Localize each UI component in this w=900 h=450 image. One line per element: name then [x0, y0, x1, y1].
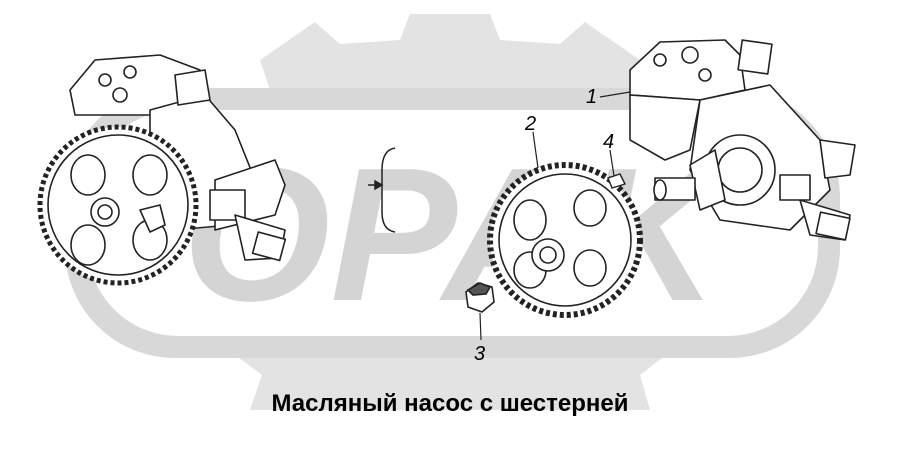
assembly-arrow — [368, 147, 396, 233]
pump-assembly-left — [37, 54, 287, 286]
callout-2: 2 — [524, 113, 536, 135]
leader-lines — [479, 91, 631, 341]
key-part-4 — [607, 173, 626, 189]
callout-1: 1 — [586, 86, 597, 108]
figure-caption: Масляный насос с шестерней — [271, 390, 629, 417]
nut-part-3 — [465, 282, 495, 313]
callout-3: 3 — [474, 343, 485, 365]
pump-housing-part-1 — [629, 39, 856, 241]
callout-4: 4 — [603, 131, 614, 153]
gear-part-2 — [487, 162, 643, 318]
